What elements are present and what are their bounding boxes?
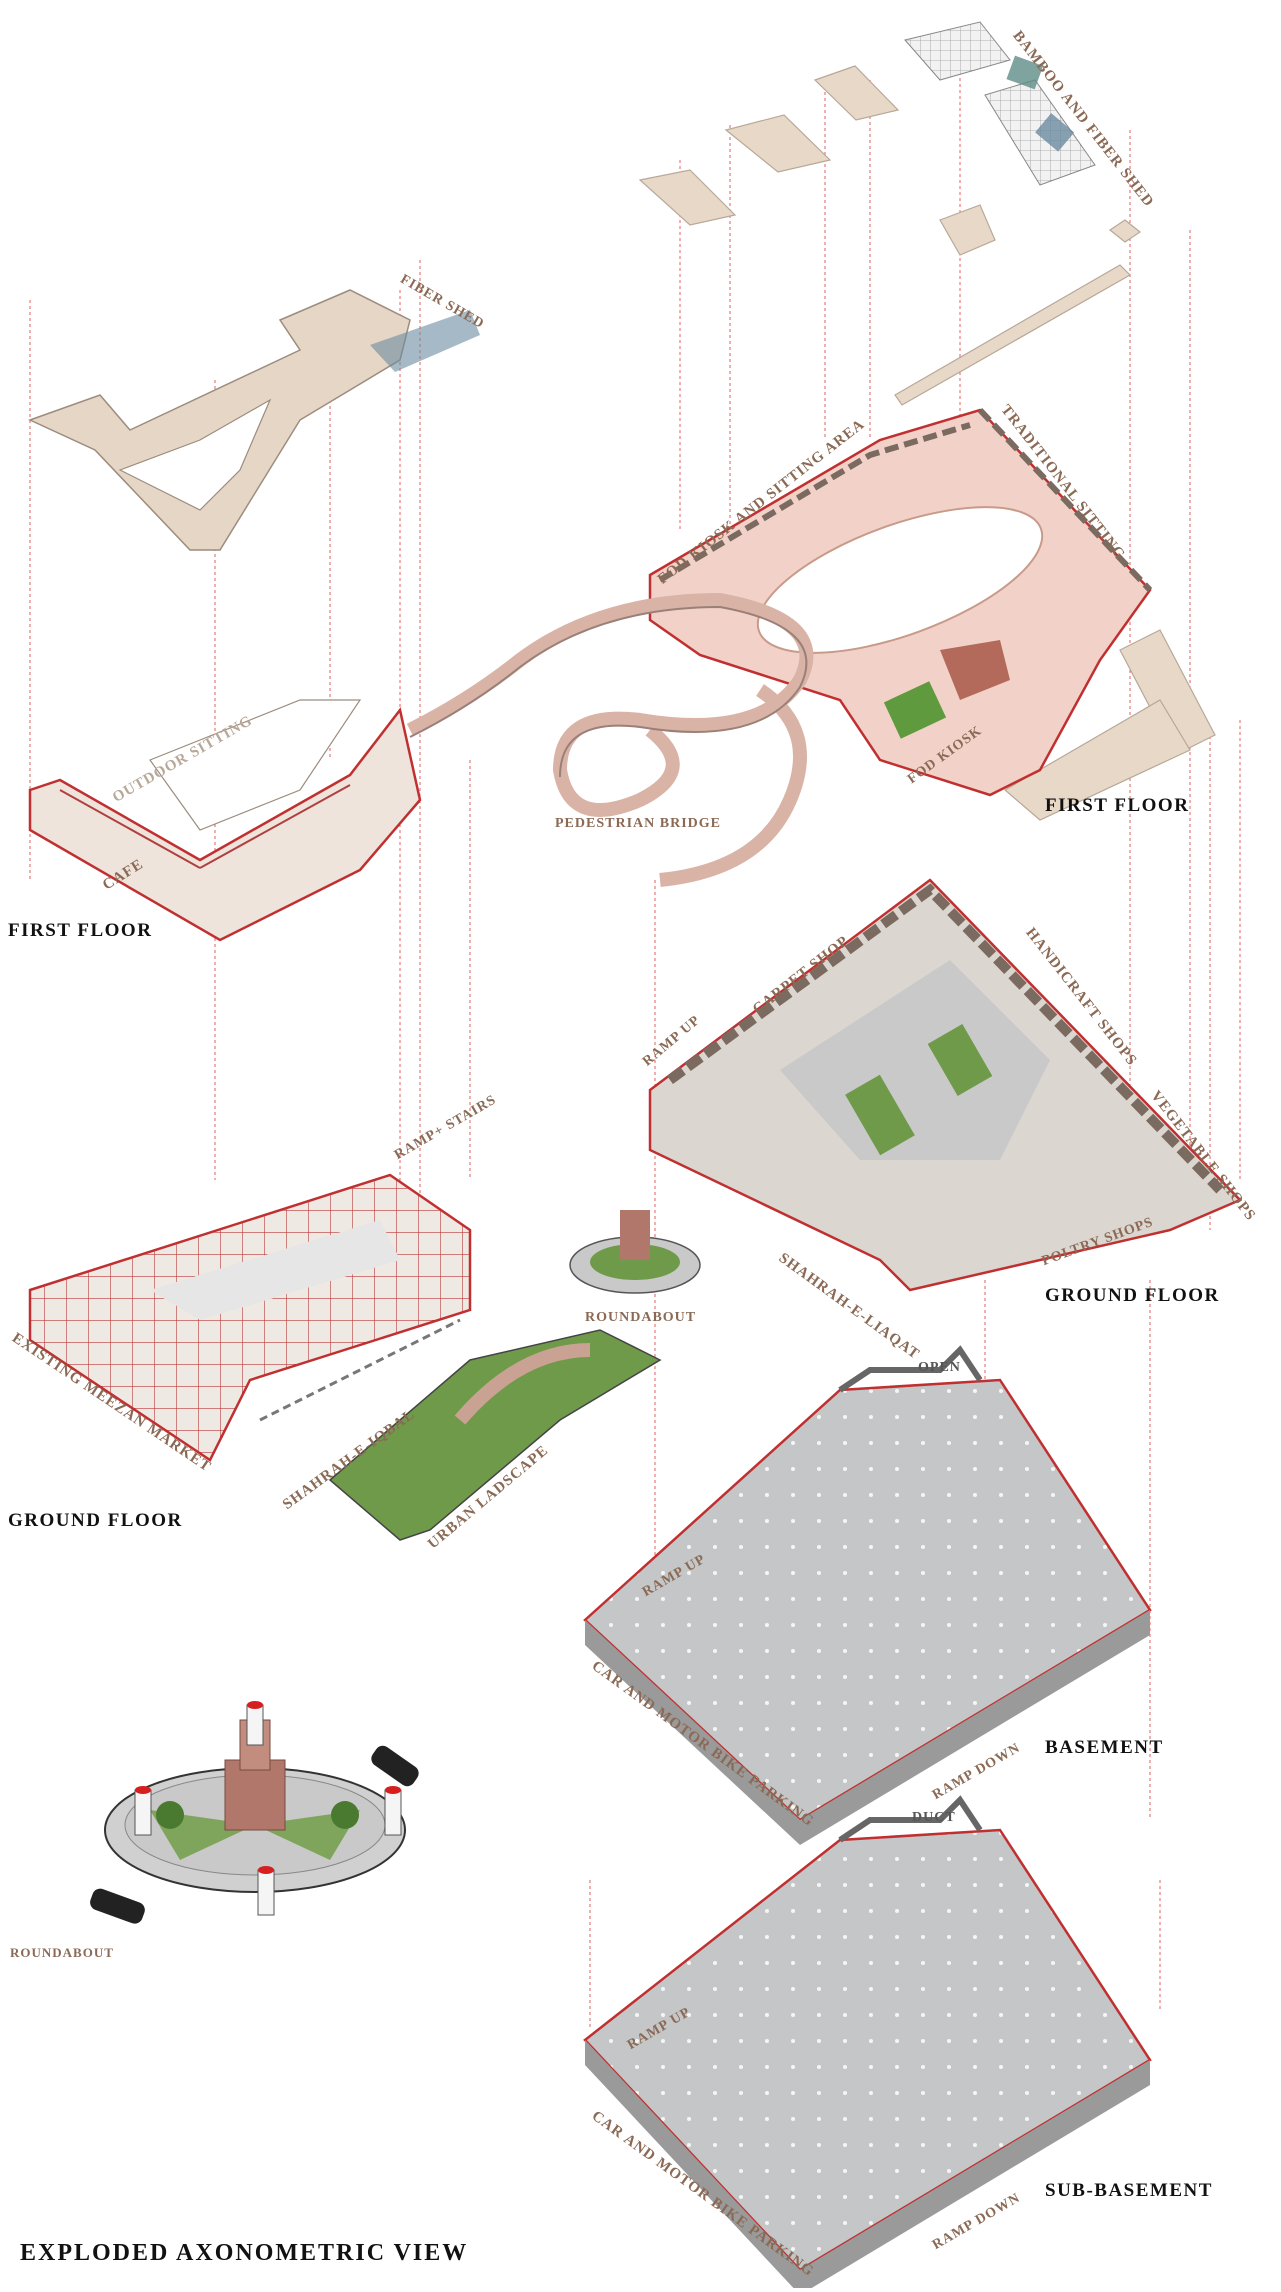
basement-slab [583,1345,1152,1845]
page-title: EXPLODED AXONOMETRIC VIEW [20,2240,469,2266]
label-basement: BASEMENT [1045,1737,1164,1758]
urban-landscape [259,1318,662,1541]
pedestrian-bridge [406,592,814,887]
label-ground-floor-right: GROUND FLOOR [1045,1285,1220,1306]
label-roundabout-detail: ROUNDABOUT [10,1945,114,1960]
label-roundabout-small: ROUNDABOUT [585,1310,697,1325]
roundabout-detail [90,1701,419,1924]
roundabout-ground [569,1210,701,1294]
bamboo-fiber-shed-roof [904,21,1096,186]
label-ground-floor-left: GROUND FLOOR [8,1510,183,1531]
label-duct: DUCT [912,1810,956,1825]
label-open: OPEN [918,1360,961,1375]
first-floor-right [648,407,1153,797]
ground-floor-left [28,1173,472,1462]
label-first-floor-right: FIRST FLOOR [1045,795,1190,816]
roof-pads [638,65,1216,821]
sub-basement-slab [583,1795,1152,2292]
roof-left-l-shape [28,289,480,551]
ground-floor-right [648,878,1243,1292]
pedestrian-bridge-edge [409,605,808,778]
first-floor-left [28,699,422,942]
label-first-floor-left: FIRST FLOOR [8,920,153,941]
label-sub-basement: SUB-BASEMENT [1045,2180,1213,2201]
label-pedestrian-bridge: PEDESTRIAN BRIDGE [555,816,721,831]
